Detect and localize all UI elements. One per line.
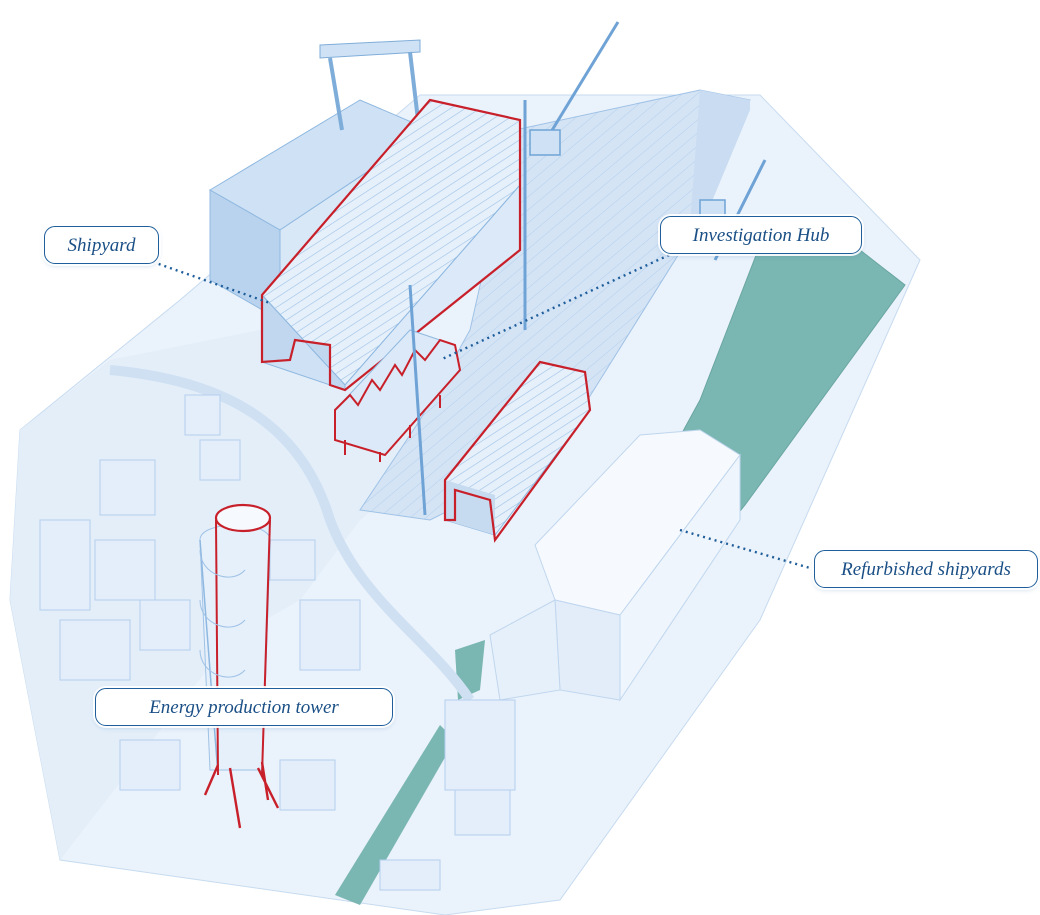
- label-investigation-hub-text: Investigation Hub: [692, 224, 830, 246]
- shipyard-hall: [260, 98, 522, 392]
- leader-line-shipyard: [152, 260, 271, 305]
- label-energy-production-tower-text: Energy production tower: [149, 696, 339, 718]
- road: [109, 365, 475, 703]
- label-energy-production-tower: Energy production tower: [95, 688, 393, 726]
- refurbished-shipyards-building: [489, 429, 741, 702]
- label-shipyard: Shipyard: [44, 226, 159, 264]
- leader-lines: [152, 248, 811, 570]
- leader-line-refurbished-shipyards: [679, 528, 811, 570]
- label-shipyard-text: Shipyard: [67, 234, 136, 256]
- tower-cranes: [408, 21, 767, 516]
- town-buildings: [39, 394, 516, 891]
- label-refurbished-shipyards-text: Refurbished shipyards: [841, 558, 1011, 580]
- label-refurbished-shipyards: Refurbished shipyards: [814, 550, 1038, 588]
- leader-line-investigation-hub: [439, 248, 681, 362]
- label-investigation-hub: Investigation Hub: [660, 216, 862, 254]
- second-hall: [443, 360, 592, 543]
